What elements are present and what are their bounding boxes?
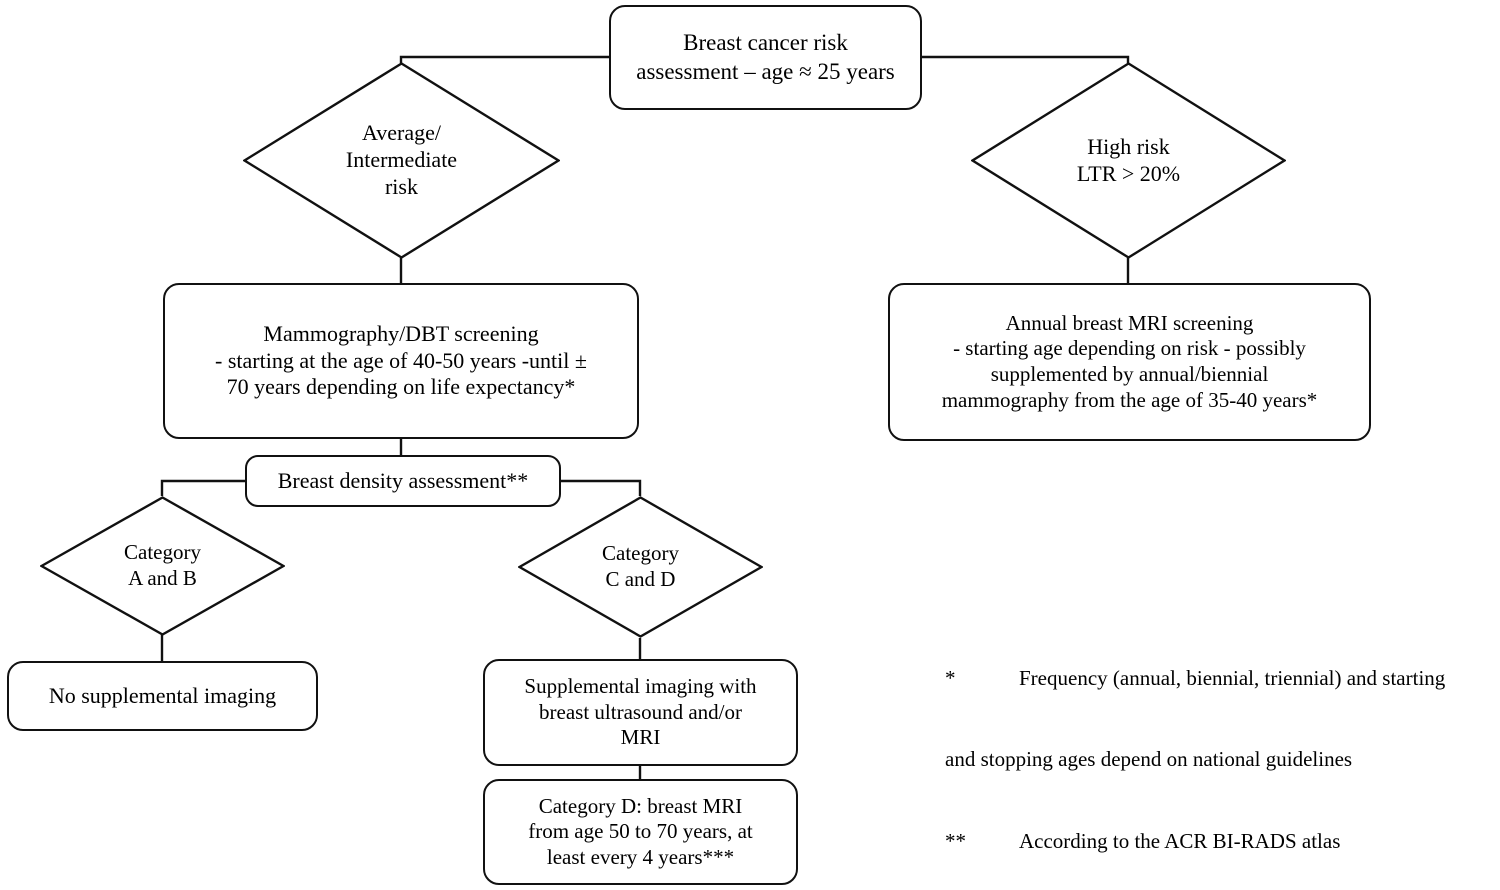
high-risk-diamond-shape bbox=[971, 62, 1286, 259]
legend-row: ** According to the ACR BI-RADS atlas bbox=[945, 801, 1485, 856]
node-category-d-mri-label: Category D: breast MRI from age 50 to 70… bbox=[528, 793, 753, 869]
legend-text: Frequency (annual, biennial, triennial) … bbox=[1019, 665, 1446, 690]
legend-text: and stopping ages depend on national gui… bbox=[945, 747, 1353, 772]
node-supplemental-imaging: Supplemental imaging with breast ultraso… bbox=[483, 659, 798, 766]
node-no-supplemental: No supplemental imaging bbox=[7, 661, 318, 731]
legend-footnotes: * Frequency (annual, biennial, triennial)… bbox=[945, 610, 1485, 890]
legend-marker: * bbox=[945, 665, 956, 690]
node-category-ab: Category A and B bbox=[40, 496, 285, 636]
category-cd-diamond-shape bbox=[518, 496, 763, 638]
edge-density-to-cat-cd bbox=[560, 479, 642, 496]
edge-density-to-cat-ab bbox=[160, 479, 245, 496]
node-category-cd-label: Category C and D bbox=[602, 541, 679, 591]
node-category-d-mri: Category D: breast MRI from age 50 to 70… bbox=[483, 779, 798, 885]
node-supplemental-imaging-label: Supplemental imaging with breast ultraso… bbox=[524, 674, 757, 750]
node-no-supplemental-label: No supplemental imaging bbox=[48, 682, 277, 708]
legend-row: * Frequency (annual, biennial, triennial)… bbox=[945, 637, 1485, 692]
legend-row: and stopping ages depend on national gui… bbox=[945, 719, 1485, 774]
node-mammography-label: Mammography/DBT screening - starting at … bbox=[215, 320, 587, 400]
node-high-risk: High risk LTR > 20% bbox=[971, 62, 1286, 259]
node-risk-assessment-label: Breast cancer risk assessment – age ≈ 25… bbox=[636, 30, 895, 84]
average-risk-diamond-shape bbox=[243, 62, 560, 259]
node-high-risk-label: High risk LTR > 20% bbox=[1076, 133, 1181, 186]
node-annual-mri: Annual breast MRI screening - starting a… bbox=[888, 283, 1371, 441]
node-category-ab-label: Category A and B bbox=[124, 540, 201, 590]
category-ab-diamond-shape bbox=[40, 496, 285, 636]
node-category-cd: Category C and D bbox=[518, 496, 763, 638]
legend-marker: ** bbox=[945, 829, 966, 854]
node-mammography: Mammography/DBT screening - starting at … bbox=[163, 283, 639, 439]
node-breast-density: Breast density assessment** bbox=[245, 455, 561, 507]
node-breast-density-label: Breast density assessment** bbox=[277, 467, 529, 493]
node-average-risk-label: Average/ Intermediate risk bbox=[345, 120, 458, 199]
legend-text: According to the ACR BI-RADS atlas bbox=[1019, 829, 1341, 854]
node-annual-mri-label: Annual breast MRI screening - starting a… bbox=[941, 310, 1318, 412]
node-average-risk: Average/ Intermediate risk bbox=[243, 62, 560, 259]
node-risk-assessment: Breast cancer risk assessment – age ≈ 25… bbox=[609, 5, 922, 110]
legend-row: ***According to the EUSOBI guidelines bbox=[945, 883, 1485, 890]
